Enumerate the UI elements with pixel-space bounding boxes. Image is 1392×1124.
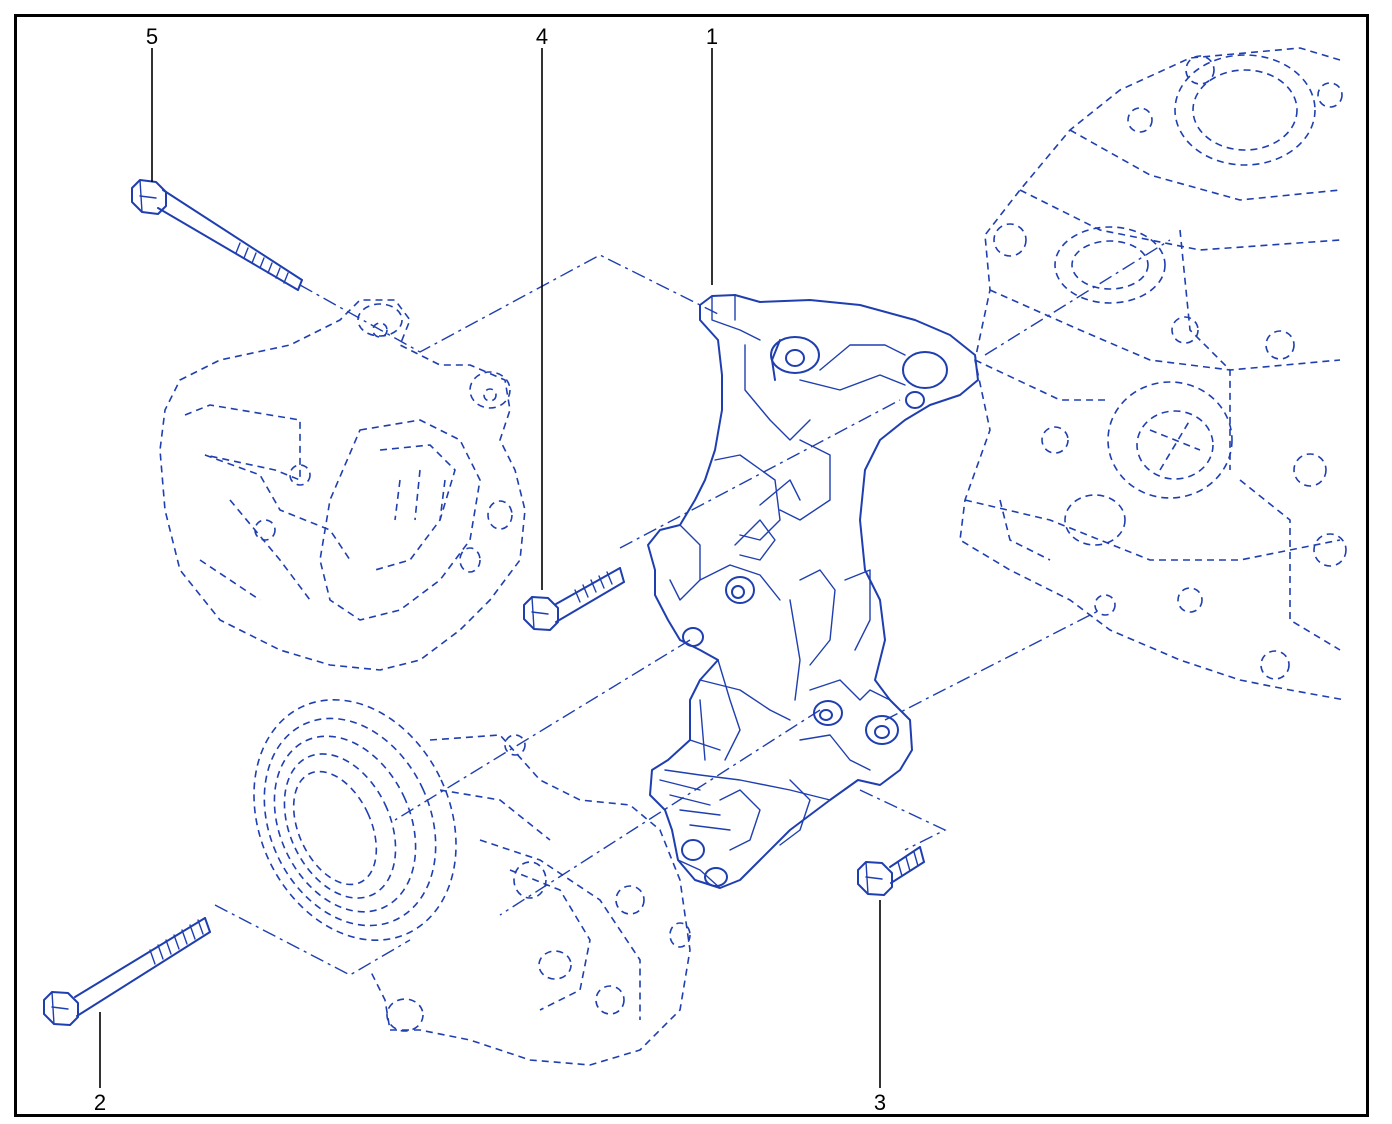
callout-2: 2 [93,1090,107,1115]
mounting-bracket [647,294,979,889]
callout-5: 5 [145,24,159,49]
callout-1: 1 [705,24,719,49]
bolt-3 [857,846,925,896]
lower-component-phantom [253,699,691,1066]
bolt-2 [43,917,211,1026]
bolt-4 [523,567,625,631]
callout-3: 3 [873,1090,887,1115]
assembly-centerlines [214,254,1101,976]
upper-component-phantom [159,299,526,671]
diagram-frame [14,14,1369,1117]
leader-lines [99,48,881,1088]
callout-4: 4 [535,24,549,49]
bolt-5 [131,179,303,291]
engine-block-phantom [959,47,1347,701]
